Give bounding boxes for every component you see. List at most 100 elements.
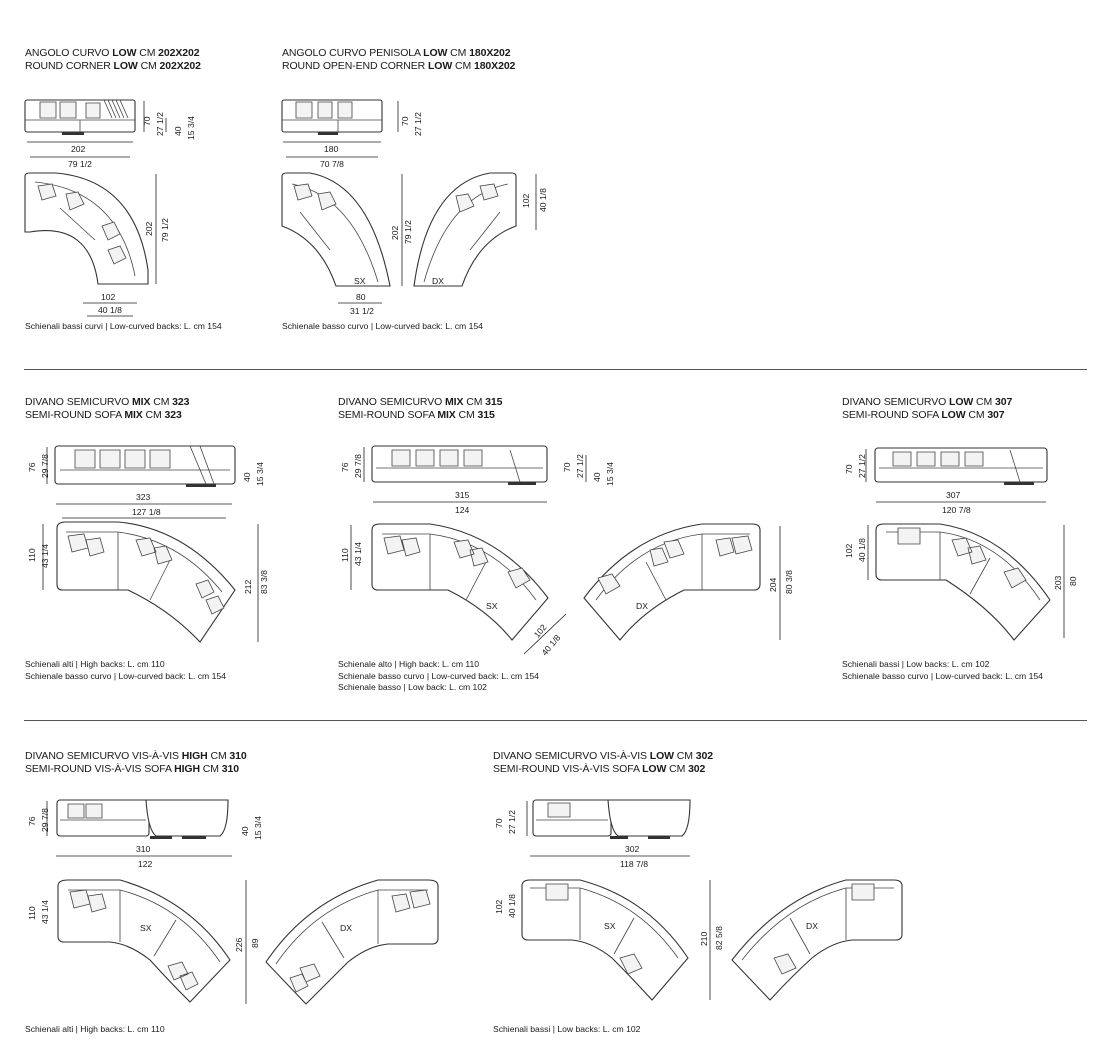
- title-round-corner-low: ANGOLO CURVO LOW CM 202X202 ROUND CORNER…: [25, 47, 201, 72]
- dim-height-cm: 76: [27, 462, 37, 472]
- dim-height-cm: 70: [400, 116, 410, 126]
- label-dx: DX: [432, 276, 444, 286]
- dim-width-in: 124: [455, 505, 470, 515]
- dim-arm-cm: 80: [356, 292, 366, 302]
- dim-low-height-cm: 70: [562, 462, 572, 472]
- dim-total-depth-in: 80 3/8: [784, 570, 794, 594]
- dim-seat-in: 15 3/4: [186, 116, 196, 140]
- dim-seat-cm: 40: [240, 826, 250, 836]
- dim-arm-cm: 102: [101, 292, 116, 302]
- dim-width-cm: 315: [455, 490, 470, 500]
- dim-depth-in: 43 1/4: [40, 544, 50, 568]
- title-semi-round-sofa-mix-323: DIVANO SEMICURVO MIX CM 323 SEMI-ROUND S…: [25, 396, 190, 421]
- title-vis-a-vis-high-310: DIVANO SEMICURVO VIS-À-VIS HIGH CM 310 S…: [25, 750, 247, 775]
- sofa-mix-323-front-view: [46, 445, 236, 519]
- dim-width-in: 79 1/2: [68, 159, 92, 169]
- dim-low-height-in: 27 1/2: [575, 454, 585, 478]
- title-semi-round-sofa-mix-315: DIVANO SEMICURVO MIX CM 315 SEMI-ROUND S…: [338, 396, 503, 421]
- dim-total-depth-in: 83 3/8: [259, 570, 269, 594]
- dim-total-depth-cm: 203: [1053, 575, 1063, 590]
- dim-height-cm: 70: [494, 818, 504, 828]
- section-divider: [24, 720, 1087, 721]
- dim-height-in: 27 1/2: [413, 112, 423, 136]
- round-corner-front-view: [24, 99, 167, 158]
- dim-height-in: 27 1/2: [155, 112, 165, 136]
- dim-depth-cm: 110: [27, 906, 37, 920]
- dim-depth-cm: 202: [144, 221, 154, 236]
- dim-total-depth-in: 82 5/8: [714, 926, 724, 950]
- dim-width-in: 118 7/8: [620, 859, 649, 869]
- round-corner-plan-view: [24, 172, 157, 317]
- dim-height-cm: 70: [142, 116, 152, 126]
- section-divider: [24, 369, 1087, 370]
- dim-depth-cm: 110: [27, 548, 37, 562]
- dim-depth-cm: 102: [494, 899, 504, 914]
- dim-depth-cm: 202: [390, 225, 400, 240]
- dim-seat-cm: 40: [592, 472, 602, 482]
- label-sx: SX: [354, 276, 366, 286]
- dim-seat-in: 15 3/4: [253, 816, 263, 840]
- open-end-corner-sx-plan: [281, 172, 403, 304]
- backrest-note: Schienale basso curvo | Low-curved back:…: [282, 321, 483, 331]
- sofa-mix-315-dx-plan: [583, 523, 781, 641]
- dim-total-depth-in: 80: [1068, 576, 1078, 586]
- label-dx: DX: [636, 601, 648, 611]
- open-end-corner-front-view: [281, 99, 399, 158]
- dim-height-in: 27 1/2: [507, 810, 517, 834]
- label-sx: SX: [486, 601, 498, 611]
- dim-depth-cm: 110: [340, 548, 350, 562]
- dim-height-in: 29 7/8: [40, 454, 50, 478]
- label-dx: DX: [806, 921, 818, 931]
- dim-width-in: 120 7/8: [942, 505, 971, 515]
- sofa-mix-323-plan-view: [42, 521, 259, 643]
- dim-depth-in: 79 1/2: [160, 218, 170, 242]
- dim-width-cm: 180: [324, 144, 339, 154]
- title-round-open-end-corner-low: ANGOLO CURVO PENISOLA LOW CM 180X202 ROU…: [282, 47, 516, 72]
- dim-height-cm: 76: [340, 462, 350, 472]
- backrest-note: Schienali bassi curvi | Low-curved backs…: [25, 321, 222, 331]
- dim-total-depth-cm: 204: [768, 577, 778, 592]
- dim-width-in: 70 7/8: [320, 159, 344, 169]
- dim-height-in: 29 7/8: [40, 808, 50, 832]
- sofa-low-307-front-view: [865, 447, 1048, 503]
- sofa-mix-315-sx-plan: [350, 523, 567, 655]
- backrest-notes: Schienale alto | High back: L. cm 110 Sc…: [338, 659, 539, 692]
- dim-depth-in: 43 1/4: [353, 542, 363, 566]
- dim-seat-in: 15 3/4: [255, 462, 265, 486]
- label-sx: SX: [140, 923, 152, 933]
- backrest-notes: Schienali alti | High backs: L. cm 110 S…: [25, 659, 226, 681]
- dim-width-in: 127 1/8: [132, 507, 161, 517]
- vis-a-vis-low-302-sx-plan: [521, 879, 711, 1001]
- vis-a-vis-high-310-front-view: [46, 799, 232, 857]
- dim-width-cm: 202: [71, 144, 86, 154]
- backrest-note: Schienali bassi | Low backs: L. cm 102: [493, 1024, 641, 1034]
- dim-total-depth-in: 89: [250, 938, 260, 948]
- dim-height-in: 29 7/8: [353, 454, 363, 478]
- title-vis-a-vis-low-302: DIVANO SEMICURVO VIS-À-VIS LOW CM 302 SE…: [493, 750, 713, 775]
- title-semi-round-sofa-low-307: DIVANO SEMICURVO LOW CM 307 SEMI-ROUND S…: [842, 396, 1013, 421]
- dim-height-in: 27 1/2: [857, 454, 867, 478]
- dim-width-cm: 310: [136, 844, 151, 854]
- dim-arm-in: 31 1/2: [350, 306, 374, 316]
- dim-depth-cm: 102: [844, 543, 854, 558]
- backrest-notes: Schienali bassi | Low backs: L. cm 102 S…: [842, 659, 1043, 681]
- dim-seat-cm: 40: [242, 472, 252, 482]
- dim-seat-depth-cm: 102: [521, 193, 531, 208]
- dim-total-depth-cm: 212: [243, 579, 253, 594]
- vis-a-vis-low-302-dx-plan: [731, 879, 903, 1001]
- dim-seat-in: 15 3/4: [605, 462, 615, 486]
- dim-width-cm: 302: [625, 844, 640, 854]
- dim-height-cm: 76: [27, 816, 37, 826]
- vis-a-vis-low-302-front-view: [526, 799, 691, 857]
- dim-total-depth-cm: 210: [699, 931, 709, 946]
- dim-seat-cm: 40: [173, 126, 183, 136]
- dim-seat-depth-in: 40 1/8: [538, 188, 548, 212]
- dim-width-in: 122: [138, 859, 153, 869]
- backrest-note: Schienali alti | High backs: L. cm 110: [25, 1024, 165, 1034]
- sofa-low-307-plan-view: [867, 523, 1065, 641]
- dim-depth-in: 40 1/8: [857, 538, 867, 562]
- dim-width-cm: 323: [136, 492, 151, 502]
- dim-depth-in: 40 1/8: [507, 894, 517, 918]
- dim-width-cm: 307: [946, 490, 961, 500]
